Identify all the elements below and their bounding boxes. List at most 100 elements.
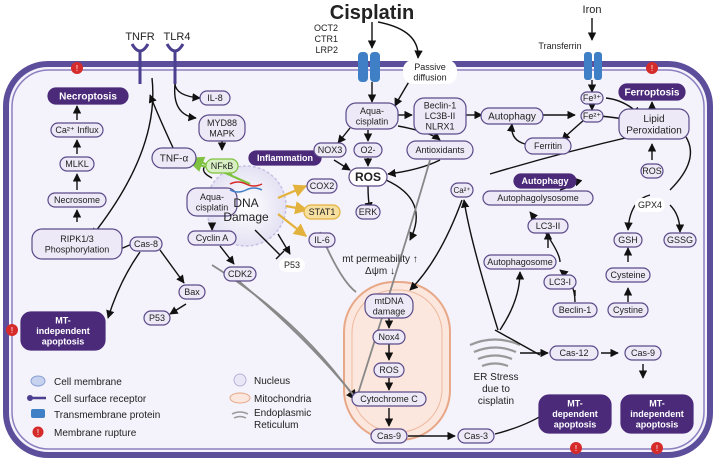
passive-diffusion-node-label-1: Passive [414,62,446,72]
cas12-node: Cas-12 [549,345,599,361]
legend-mitochondria: Mitochondria [254,394,312,405]
svg-text:!: ! [656,444,658,453]
transporter-label-2: CTR1 [314,34,338,44]
gpx4-node: GPX4 [635,198,665,212]
ros-main-node: ROS [348,167,388,187]
er-stress-label-3: cisplatin [478,396,514,407]
erk-node: ERK [355,204,381,220]
cas8-node: Cas-8 [129,236,163,252]
lc3i-node-label: LC3-I [549,277,571,287]
autophagy-mid-node-label: Autophagy [522,176,569,186]
cystine-node-label: Cystine [613,305,643,315]
stat1-node: STAT1 [303,204,341,220]
necrosome-node: Necrosome [47,192,107,208]
svg-text:!: ! [76,64,78,73]
mt-independent-apoptosis-left-label-1: MT- [55,316,71,326]
autophagosome-node-label: Autophagosome [487,257,553,267]
er-stress-label-1: ER Stress [473,372,518,383]
autophagy-top-node: Autophagy [480,107,544,125]
dna-icon [229,181,263,193]
ros-mito-node: ROS [373,362,405,378]
il6-node: IL-6 [308,232,336,248]
beclin-lc3b-nlrx1-node-label-3: NLRX1 [425,122,454,132]
legend-nucleus: Nucleus [254,376,290,387]
tnfr-receptor-icon [130,43,150,84]
autophagosome-node: Autophagosome [483,254,557,270]
cytochrome-c-node-label: Cytochrome C [360,394,418,404]
myd88-mapk-node-label-2: MAPK [209,128,235,138]
er-legend-icon [231,411,249,419]
necroptosis-node-label: Necroptosis [59,92,117,103]
ripk-phosphorylation-node-label-2: Phosphorylation [45,244,110,254]
transmembrane-transporter-cisplatin [358,52,380,82]
cas9-right-node-label: Cas-9 [631,348,655,358]
cas3-node: Cas-3 [457,428,495,444]
lipid-peroxidation-node-label-2: Peroxidation [626,125,682,136]
cas12-node-label: Cas-12 [559,348,588,358]
fe2-node-label: Fe²⁺ [583,111,602,121]
inflammation-node: Inflammation [248,150,322,166]
transporter-label-1: OCT2 [314,23,338,33]
ferroptosis-node: Ferroptosis [618,83,686,101]
p53-left-node-label: P53 [149,313,165,323]
legend-surface-receptor: Cell surface receptor [54,394,147,405]
ferroptosis-node-label: Ferroptosis [624,88,679,99]
beclin1-node-label: Beclin-1 [559,305,592,315]
mlkl-node-label: MLKL [65,159,89,169]
nox4-node-label: Nox4 [378,332,399,342]
ripk-phosphorylation-node-label-1: RIPK1/3 [60,234,94,244]
erk-node-label: ERK [359,207,378,217]
er-stress-label-2: due to [482,384,510,395]
transmembrane-transporter-transferrin [584,52,602,80]
mlkl-node: MLKL [59,156,95,172]
er-stress-structure [469,338,521,368]
nox3-node-label: NOX3 [318,145,343,155]
ferritin-node: Ferritin [524,137,572,155]
ca2-node-label: Ca²⁺ [453,186,470,195]
mt-independent-apoptosis-right-label-1: MT- [649,399,665,409]
il8-node-label: IL-8 [207,93,223,103]
mt-independent-apoptosis-left-label-3: apoptosis [42,337,85,347]
antioxidants-node-label: Antioxidants [415,145,465,155]
aquacisplatin-top-node-label-2: cisplatin [356,116,389,126]
necroptosis-node: Necroptosis [47,87,129,105]
tnfr-label: TNFR [125,31,154,43]
tlr4-label: TLR4 [164,31,191,43]
mt-dependent-apoptosis-label-2: dependent [552,409,598,419]
ca2-node: Ca²⁺ [450,182,474,198]
legend-cell-membrane: Cell membrane [54,377,122,388]
nfkb-node: NFκB [205,158,239,174]
il8-node: IL-8 [199,90,231,106]
lc3ii-node-label: LC3-II [536,221,561,231]
cell-membrane-legend-icon [30,375,46,387]
gsh-node-label: GSH [618,235,638,245]
gssg-node: GSSG [663,232,697,248]
dna-damage-label-1: DNA [233,196,258,210]
dna-damage-label-2: Damage [223,210,269,224]
delta-psi-label: Δψm ↓ [365,266,395,277]
inflammation-node-label: Inflammation [257,153,313,163]
lipid-peroxidation-node-label-1: Lipid [643,114,664,125]
necrosome-node-label: Necrosome [54,195,100,205]
cyclin-a-node: Cyclin A [187,230,237,246]
beclin-lc3b-nlrx1-node-label-2: LC3B-II [425,111,456,121]
legend-rupture: Membrane rupture [54,428,137,439]
legend-transmembrane: Transmembrane protein [54,410,160,421]
mt-independent-apoptosis-right-label-2: independent [630,409,684,419]
aquacisplatin-mid-node-label-2: cisplatin [196,202,229,212]
legend: Cell membrane Cell surface receptor Tran… [27,373,312,439]
cas9-bottom-node-label: Cas-9 [377,431,401,441]
cas3-node-label: Cas-3 [464,431,488,441]
bax-node: Bax [178,284,206,300]
ros-small-node: ROS [640,163,664,179]
svg-text:!: ! [575,444,577,453]
title: Cisplatin [330,2,414,24]
o2-node: O2- [353,142,383,158]
gsh-node: GSH [613,232,643,248]
ros-main-node-label: ROS [355,170,381,184]
p53-left-node: P53 [143,310,171,326]
mt-permeability-label: mt permeability ↑ [342,254,418,265]
